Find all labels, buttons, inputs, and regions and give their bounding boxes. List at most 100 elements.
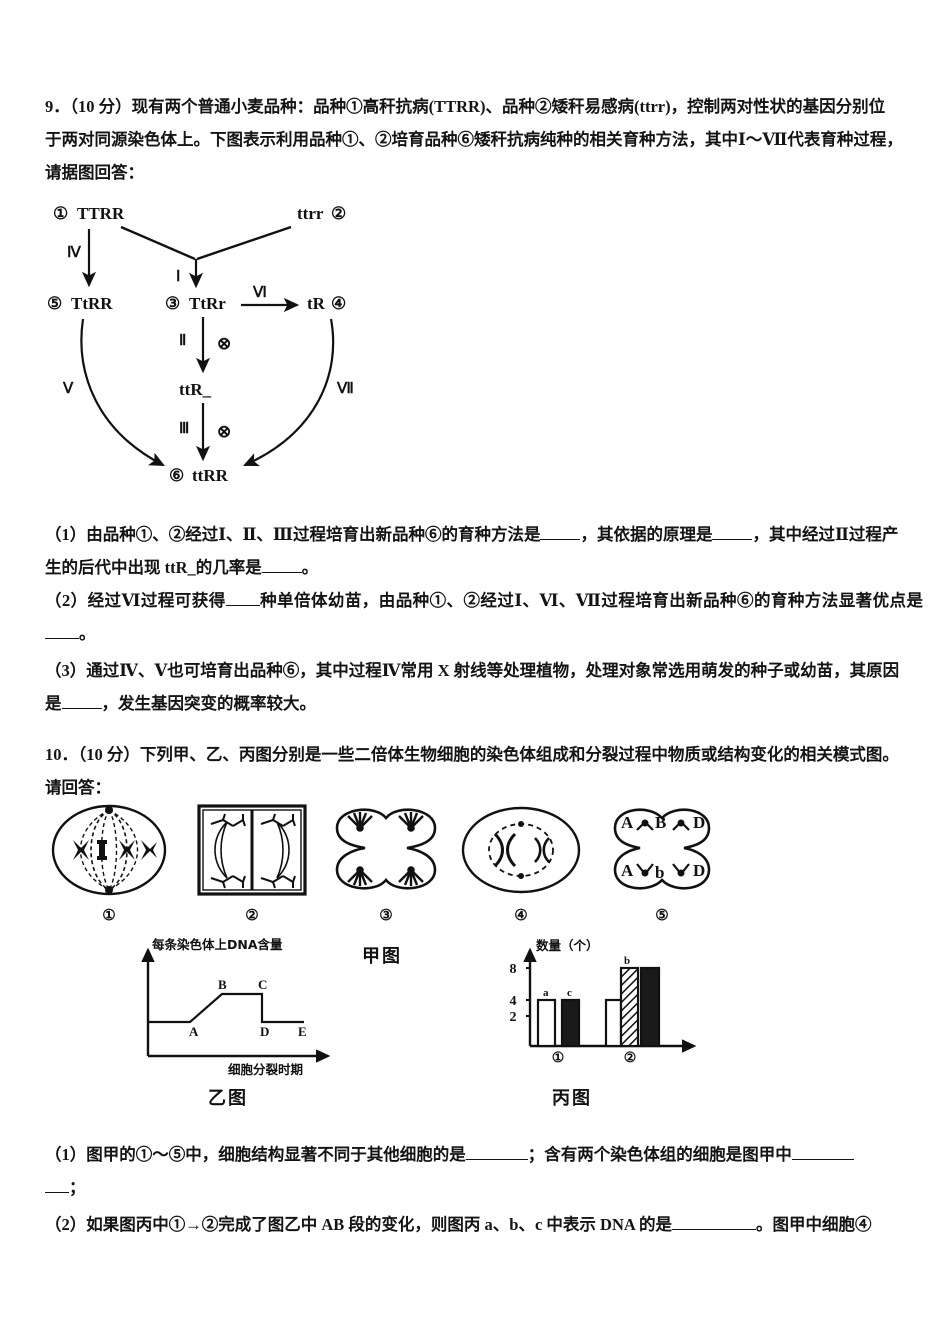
q9-points: （10 分）	[69, 97, 132, 116]
node-ttR-genotype: ttR_	[179, 380, 212, 399]
q10-points: （10 分）	[78, 745, 140, 764]
y-tick-2: 2	[510, 1010, 517, 1025]
point-label-A: A	[189, 1024, 199, 1039]
q9-number: 9．	[45, 97, 70, 116]
cell-5-gene-b-bottom: b	[655, 863, 664, 882]
q10-sub1-line1: （1）图甲的①～⑤中，细胞结构显著不同于其他细胞的是；含有两个染色体组的细胞是图…	[45, 1138, 923, 1171]
node-5-circle: ⑤	[47, 294, 62, 313]
q9-sub2-line1: （2）经过Ⅵ过程可获得种单倍体幼苗，由品种①、②经过Ⅰ、Ⅵ、Ⅶ过程培育出新品种⑥…	[45, 584, 923, 650]
process-II-label: Ⅱ	[179, 333, 186, 349]
q10-sub1-text-c: ；	[69, 1178, 86, 1197]
jia-figure-caption: 甲图	[362, 946, 402, 967]
cell-1-drawing	[51, 804, 167, 896]
point-label-D: D	[260, 1024, 269, 1039]
q9-sub3-line2: 是 ，发生基因突变的概率较大。	[45, 687, 923, 720]
bing-bar-chart: 数量（个） 8 4 2 a c ① b ②	[498, 938, 758, 1078]
q9-stem-text-3: 请据图回答：	[45, 163, 144, 182]
bar-group-label-1: ①	[552, 1051, 565, 1066]
q9-sub2-text-c: 。	[79, 624, 96, 643]
cell-5-gene-D-bottom: D	[693, 861, 705, 880]
cell-figure-1: ①	[45, 800, 173, 925]
process-V-arrow	[80, 318, 165, 467]
cell-figure-2: ②	[193, 800, 311, 925]
node-2-circle: ②	[331, 204, 346, 223]
q10-stem-text-1: 下列甲、乙、丙图分别是一些二倍体生物细胞的染色体组成和分裂过程中物质或结构变化的…	[139, 745, 899, 764]
q9-sub3-text-b: 是	[45, 694, 62, 713]
point-label-C: C	[258, 977, 267, 992]
y-tick-8: 8	[510, 962, 517, 977]
q9-sub3-text-c: ，发生基因突变的概率较大。	[101, 694, 317, 713]
cell-1-label: ①	[102, 908, 116, 924]
q10-sub1-text-b: ；含有两个染色体组的细胞是图甲中	[527, 1145, 792, 1164]
q9-stem-line1: 9．（10 分）现有两个普通小麦品种：品种①高秆抗病(TTRR)、品种②矮秆易感…	[45, 90, 913, 123]
q9-stem-text-2: 于两对同源染色体上。下图表示利用品种①、②培育品种⑥矮秆抗病纯种的相关育种方法，…	[45, 130, 903, 149]
process-III-label: Ⅲ	[179, 421, 189, 437]
x-axis-label: 细胞分裂时期	[228, 1062, 303, 1077]
bing-figure-caption: 丙图	[552, 1088, 592, 1109]
self-cross-symbol-2: ⊗	[217, 422, 231, 441]
cell-5-gene-D-top: D	[693, 813, 705, 832]
bar-label-b: b	[624, 955, 630, 967]
q9-sub1-text-d: 生的后代中出现 ttR_的几率是	[45, 558, 262, 577]
cell-3-drawing	[335, 808, 437, 890]
q9-stem-line2: 于两对同源染色体上。下图表示利用品种①、②培育品种⑥矮秆抗病纯种的相关育种方法，…	[45, 123, 913, 156]
blank-q9-2-1[interactable]	[225, 605, 260, 606]
y-axis-label: 每条染色体上DNA含量	[152, 938, 283, 952]
node-3-genotype: TtRr	[189, 294, 226, 313]
point-label-B: B	[218, 977, 227, 992]
blank-q10-1-2[interactable]	[791, 1159, 854, 1160]
process-VII-label: Ⅶ	[336, 381, 354, 397]
q10-stem-text-2: 请回答：	[45, 778, 111, 797]
q10-sub2-text-b: 。图甲中细胞④	[756, 1215, 872, 1234]
bar-group2-white	[604, 998, 623, 1048]
cell-3-label: ③	[379, 908, 393, 924]
blank-q10-1-1[interactable]	[465, 1159, 528, 1160]
cell-4-label: ④	[514, 908, 528, 924]
process-VI-label: Ⅵ	[252, 285, 267, 301]
q10-sub2-line1: （2）如果图丙中①→②完成了图乙中 AB 段的变化，则图丙 a、b、c 中表示 …	[45, 1208, 923, 1241]
cell-4-drawing	[461, 806, 581, 894]
cell-2-label: ②	[245, 908, 259, 924]
jia-cell-figures: ①	[45, 800, 725, 925]
q9-sub1-text-b: ，其依据的原理是	[580, 525, 713, 544]
q10-number: 10．	[45, 745, 78, 764]
point-label-E: E	[298, 1024, 307, 1039]
bar-group2-b	[619, 966, 640, 1048]
q10-sub1-line2: ；	[45, 1171, 923, 1204]
node-3-circle: ③	[165, 294, 180, 313]
bar-group1-a	[536, 998, 557, 1048]
blank-q9-1-1[interactable]	[540, 539, 581, 540]
node-1-genotype: TTRR	[77, 204, 125, 223]
node-6-genotype: ttRR	[192, 466, 229, 485]
bar-label-c: c	[567, 987, 572, 999]
node-5-genotype: TtRR	[71, 294, 113, 313]
bar-y-axis-label: 数量（个）	[535, 938, 599, 953]
bar-group1-c	[560, 998, 581, 1048]
q9-sub2-text-b: 种单倍体幼苗，由品种①、②经过Ⅰ、Ⅵ、Ⅶ过程培育出新品种⑥的育种方法显著优点是	[259, 591, 923, 610]
bar-group-label-2: ②	[624, 1051, 637, 1066]
yi-line-chart: 每条染色体上DNA含量 细胞分裂时期 A B C D E	[132, 937, 392, 1078]
blank-q9-3-1[interactable]	[61, 708, 102, 709]
self-cross-symbol-1: ⊗	[217, 334, 231, 353]
cross-line-from-1	[120, 225, 196, 261]
q9-stem-text-1: 现有两个普通小麦品种：品种①高秆抗病(TTRR)、品种②矮秆易感病(ttrr)，…	[131, 97, 886, 116]
q9-sub1-text-a: （1）由品种①、②经过Ⅰ、Ⅱ、Ⅲ过程培育出新品种⑥的育种方法是	[45, 525, 541, 544]
cell-5-label: ⑤	[655, 908, 669, 924]
q9-sub1-line2: 生的后代中出现 ttR_的几率是。	[45, 551, 923, 584]
blank-q10-2-1[interactable]	[672, 1229, 757, 1230]
process-VII-arrow	[242, 318, 335, 467]
blank-q9-1-2[interactable]	[712, 539, 753, 540]
cell-figure-5: A B D A b D ⑤	[601, 800, 723, 925]
q10-stem-line2: 请回答：	[45, 771, 923, 804]
cell-5-gene-A-bottom: A	[621, 861, 634, 880]
q9-sub3-text-a: （3）通过Ⅳ、Ⅴ也可培育出品种⑥，其中过程Ⅳ常用 X 射线等处理植物，处理对象常…	[45, 661, 900, 680]
q9-stem-line3: 请据图回答：	[45, 156, 913, 189]
node-4-circle: ④	[331, 294, 346, 313]
cell-5-gene-B-top: B	[655, 813, 666, 832]
q9-sub2-line2: 。	[45, 617, 923, 650]
blank-q10-1-2-cont[interactable]	[45, 1192, 69, 1193]
node-1-circle: ①	[53, 204, 68, 223]
blank-q9-2-2-cont[interactable]	[45, 638, 79, 639]
blank-q9-1-3[interactable]	[261, 572, 302, 573]
